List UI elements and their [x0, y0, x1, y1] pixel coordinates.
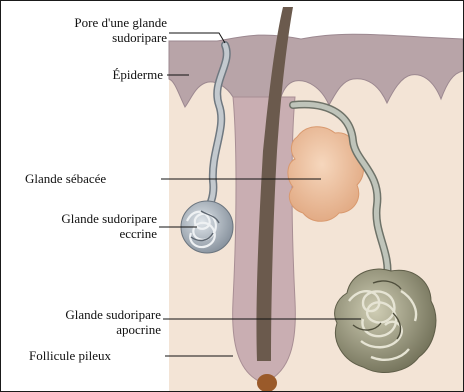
label-eccrine-line1: Glande sudoripare	[11, 211, 157, 226]
label-pore-line2: sudoripare	[11, 30, 167, 45]
label-apocrine-line2: apocrine	[11, 322, 161, 337]
label-eccrine: Glande sudoripare eccrine	[11, 211, 157, 241]
label-sebacee: Glande sébacée	[25, 171, 106, 186]
label-follicule: Follicule pileux	[29, 348, 111, 363]
label-eccrine-line2: eccrine	[11, 226, 157, 241]
label-pore: Pore d'une glande sudoripare	[11, 15, 167, 45]
label-pore-line1: Pore d'une glande	[11, 15, 167, 30]
label-apocrine: Glande sudoripare apocrine	[11, 307, 161, 337]
label-epiderme: Épiderme	[11, 67, 163, 82]
label-apocrine-line1: Glande sudoripare	[11, 307, 161, 322]
